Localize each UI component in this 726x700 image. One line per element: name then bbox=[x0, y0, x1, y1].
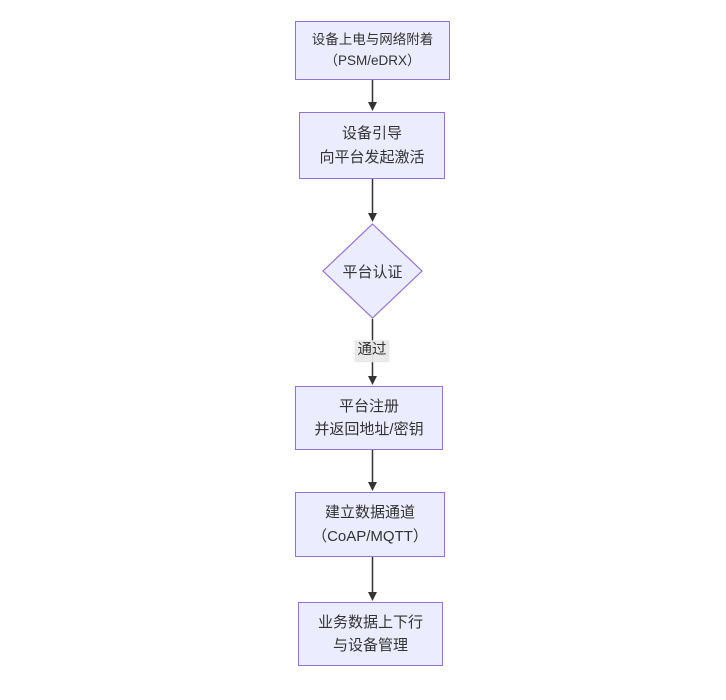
node-label-line: （PSM/eDRX） bbox=[324, 52, 421, 68]
node-label-line: 建立数据通道 bbox=[324, 504, 415, 522]
node-label-line: 设备上电与网络附着 bbox=[311, 31, 434, 47]
flow-node-device-bootstrap: 设备引导 向平台发起激活 bbox=[299, 112, 445, 179]
flow-node-platform-register: 平台注册 并返回地址/密钥 bbox=[295, 386, 443, 450]
node-label-line: 平台注册 bbox=[338, 397, 399, 415]
node-label-line: 业务数据上下行 bbox=[317, 613, 423, 631]
diamond-shape bbox=[322, 223, 423, 319]
node-label-line: 平台认证 bbox=[342, 263, 403, 281]
node-label-line: （CoAP/MQTT） bbox=[312, 527, 428, 545]
edge-label-pass: 通过 bbox=[354, 340, 390, 362]
node-label-line: 向平台发起激活 bbox=[319, 148, 425, 166]
flow-node-power-network-attach: 设备上电与网络附着 （PSM/eDRX） bbox=[295, 21, 450, 80]
node-label-line: 并返回地址/密钥 bbox=[314, 421, 424, 438]
node-label-line: 与设备管理 bbox=[332, 637, 408, 654]
flow-node-business-data-mgmt: 业务数据上下行 与设备管理 bbox=[298, 602, 443, 666]
flow-node-data-channel: 建立数据通道 （CoAP/MQTT） bbox=[295, 492, 445, 557]
flow-node-platform-auth-decision: 平台认证 bbox=[322, 223, 423, 319]
node-label-line: 设备引导 bbox=[341, 125, 402, 143]
